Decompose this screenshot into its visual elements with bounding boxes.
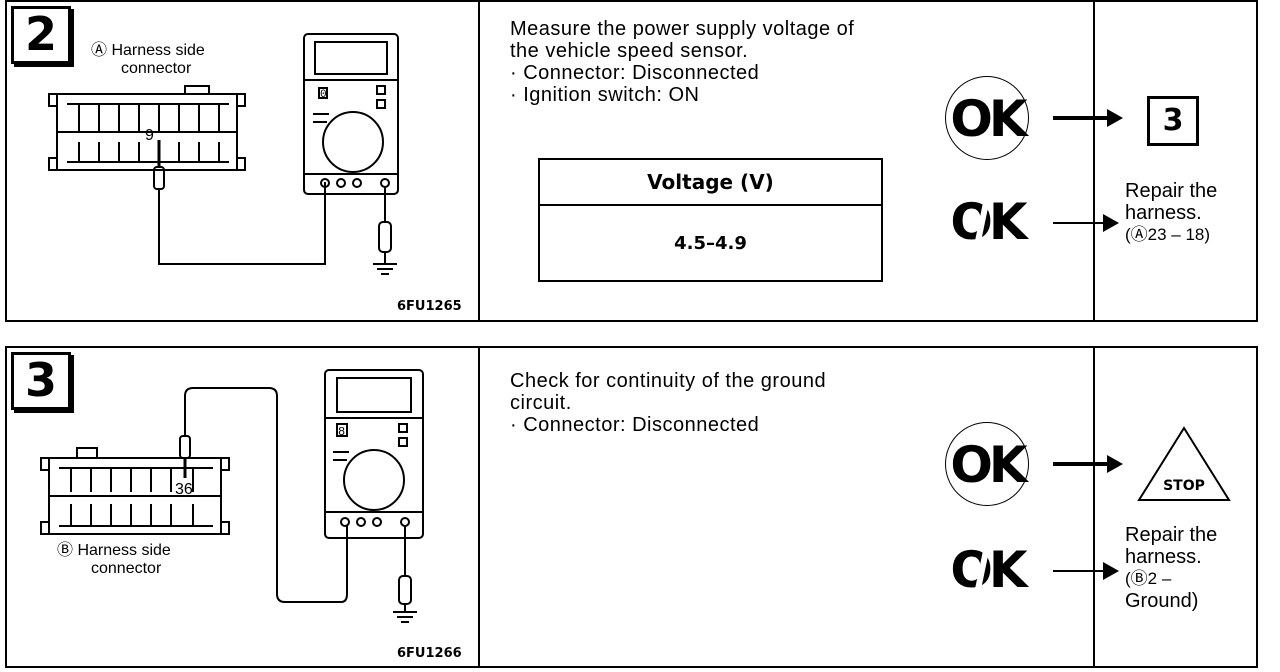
connector-label: Ⓐ Harness side connector xyxy=(91,42,205,77)
stop-label: STOP xyxy=(1163,478,1205,494)
next-step-box: 3 xyxy=(1147,96,1199,146)
ng-result-text: Repair the harness. (Ⓑ2 – Ground) xyxy=(1125,524,1218,612)
pin-number: 36 xyxy=(175,481,193,498)
instruction-text: Measure the power supply voltage of the … xyxy=(510,18,855,106)
step-2-figure-cell xyxy=(7,2,480,320)
step-2-instruction-cell xyxy=(478,2,1095,320)
voltage-table-value: 4.5–4.9 xyxy=(674,233,747,254)
meter-display-digit: 8 xyxy=(338,425,345,439)
step-3-instruction-cell xyxy=(478,348,1095,666)
figure-code: 6FU1266 xyxy=(397,646,462,661)
meter-display-digit: 0 xyxy=(320,89,327,101)
voltage-table-header: Voltage (V) xyxy=(540,160,881,206)
ng-arrow xyxy=(1053,562,1119,580)
ok-arrow xyxy=(1053,455,1123,473)
step-3-figure-cell xyxy=(7,348,480,666)
connector-label: Ⓑ Harness side connector xyxy=(57,542,171,577)
ng-arrow xyxy=(1053,214,1119,232)
step-3-panel: 3 xyxy=(5,346,1258,668)
wiring-diagram: 36 8 xyxy=(40,369,424,623)
step-number: 2 xyxy=(11,6,71,64)
ok-symbol: OK xyxy=(945,76,1029,160)
ng-slash-icon xyxy=(974,545,990,595)
ng-result-text: Repair the harness. (Ⓐ23 – 18) xyxy=(1125,180,1218,244)
ok-arrow xyxy=(1053,109,1123,127)
stop-sign-icon: STOP xyxy=(1137,426,1231,501)
instruction-text: Check for continuity of the ground circu… xyxy=(510,370,827,436)
ng-symbol: OK xyxy=(950,541,1027,599)
ng-symbol: OK xyxy=(950,193,1027,251)
ng-slash-icon xyxy=(974,197,990,247)
voltage-table: Voltage (V) 4.5–4.9 xyxy=(538,158,883,282)
figure-code: 6FU1265 xyxy=(397,299,462,314)
step-number: 3 xyxy=(11,352,71,410)
ok-symbol: OK xyxy=(945,422,1029,506)
step-2-panel: 2 Ⓐ Harness side connector xyxy=(5,0,1258,322)
wiring-diagram: 9 0 xyxy=(48,33,399,275)
pin-number: 9 xyxy=(145,127,154,144)
